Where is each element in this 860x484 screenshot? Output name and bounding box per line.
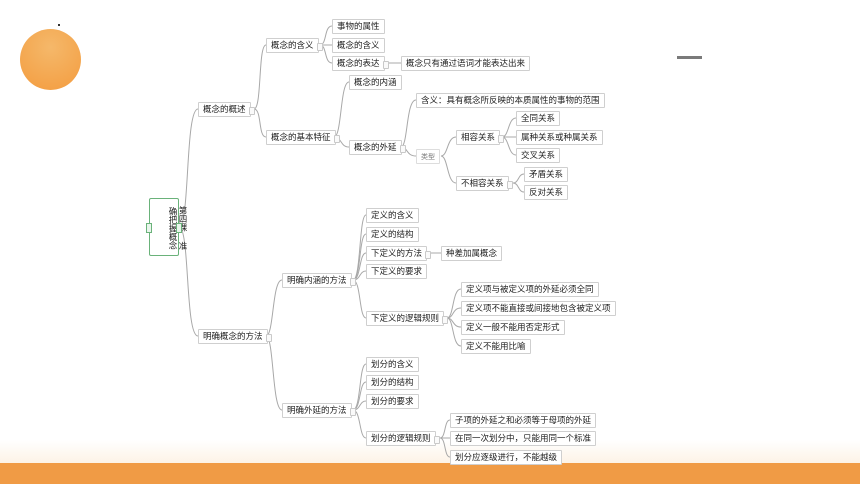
node-type[interactable]: 类型 [416, 149, 440, 164]
node-label: 类型 [421, 153, 435, 161]
bottom-accent-bar [0, 463, 860, 484]
node-concept-meaning[interactable]: 概念的含义 [266, 38, 323, 53]
node-concept-expression[interactable]: 概念的表达 [332, 56, 389, 71]
node-clarify-methods[interactable]: 明确概念的方法 [198, 329, 272, 344]
node-label: 反对关系 [529, 188, 564, 198]
node-label: 下定义的逻辑规则 [371, 314, 440, 324]
decorative-orange-circle [20, 29, 81, 90]
node-label: 种差加属概念 [446, 249, 498, 259]
node-label: 明确内涵的方法 [287, 276, 347, 286]
node-label: 划分的要求 [371, 397, 414, 407]
node-label: 概念的基本特征 [271, 133, 331, 143]
collapse-handle[interactable] [399, 145, 406, 153]
collapse-handle-left[interactable] [146, 223, 152, 233]
node-label: 定义项不能直接或间接地包含被定义项 [466, 304, 611, 314]
node-label: 矛盾关系 [529, 170, 564, 180]
node-definition-method-note[interactable]: 种差加属概念 [441, 246, 503, 261]
decorative-dot [58, 24, 60, 26]
collapse-handle[interactable] [333, 135, 340, 143]
node-division-rule-2[interactable]: 在同一次划分中，只能用同一个标准 [450, 431, 597, 446]
node-label: 划分应逐级进行，不能越级 [455, 453, 558, 463]
node-intersect-relation[interactable]: 交叉关系 [516, 148, 561, 163]
node-label: 子项的外延之和必须等于母项的外延 [455, 416, 592, 426]
collapse-handle[interactable] [433, 436, 440, 444]
bottom-fade [0, 440, 860, 463]
node-label: 概念的含义 [337, 41, 380, 51]
node-division-rule-1[interactable]: 子项的外延之和必须等于母项的外延 [450, 413, 597, 428]
collapse-handle[interactable] [442, 316, 449, 324]
node-definition-rule-2[interactable]: 定义项不能直接或间接地包含被定义项 [461, 301, 616, 316]
node-incompatible-relation[interactable]: 不相容关系 [456, 176, 513, 191]
node-label: 概念的外延 [354, 143, 397, 153]
node-compatible-relation[interactable]: 相容关系 [456, 130, 505, 145]
node-division-structure[interactable]: 划分的结构 [366, 375, 419, 390]
collapse-handle[interactable] [349, 278, 356, 286]
node-label: 在同一次划分中，只能用同一个标准 [455, 434, 592, 444]
node-label: 划分的结构 [371, 378, 414, 388]
node-division-logic-rules[interactable]: 划分的逻辑规则 [366, 431, 440, 446]
node-label: 含义：具有概念所反映的本质属性的事物的范围 [421, 96, 600, 106]
collapse-handle-right[interactable] [176, 223, 182, 233]
node-label: 定义的含义 [371, 211, 414, 221]
node-label: 定义的结构 [371, 230, 414, 240]
node-connotation[interactable]: 概念的内涵 [349, 75, 402, 90]
node-meaning-of-concept[interactable]: 概念的含义 [332, 38, 385, 53]
node-label: 明确外延的方法 [287, 406, 347, 416]
node-contrary-relation[interactable]: 反对关系 [524, 185, 569, 200]
node-division-rule-3[interactable]: 划分应逐级进行，不能越级 [450, 450, 563, 465]
node-label: 概念只有通过语词才能表达出来 [406, 59, 526, 69]
node-definition-rule-3[interactable]: 定义一般不能用否定形式 [461, 320, 565, 335]
node-label: 概念的含义 [271, 41, 314, 51]
node-label: 全同关系 [521, 114, 556, 124]
node-label: 概念的内涵 [354, 78, 397, 88]
collapse-handle[interactable] [248, 107, 255, 115]
node-definition-logic-rules[interactable]: 下定义的逻辑规则 [366, 311, 449, 326]
node-label: 划分的含义 [371, 360, 414, 370]
node-label: 不相容关系 [461, 179, 504, 189]
root-node[interactable]: 第四课 准确把握概念 [146, 198, 187, 256]
node-identity-relation[interactable]: 全同关系 [516, 111, 561, 126]
node-label: 划分的逻辑规则 [371, 434, 431, 444]
node-extension[interactable]: 概念的外延 [349, 140, 406, 155]
node-definition-structure[interactable]: 定义的结构 [366, 227, 419, 242]
collapse-handle[interactable] [265, 334, 272, 342]
collapse-handle[interactable] [382, 61, 389, 69]
node-definition-rule-4[interactable]: 定义不能用比喻 [461, 339, 531, 354]
collapse-handle[interactable] [316, 43, 323, 51]
collapse-handle[interactable] [506, 181, 513, 189]
node-thing-attribute[interactable]: 事物的属性 [332, 19, 385, 34]
node-definition-meaning[interactable]: 定义的含义 [366, 208, 419, 223]
node-label: 下定义的方法 [371, 249, 423, 259]
node-basic-features[interactable]: 概念的基本特征 [266, 130, 340, 145]
node-label: 相容关系 [461, 133, 496, 143]
node-definition-method[interactable]: 下定义的方法 [366, 246, 432, 261]
node-label: 属种关系或种属关系 [521, 133, 598, 143]
node-intension-method[interactable]: 明确内涵的方法 [282, 273, 356, 288]
node-definition-rule-1[interactable]: 定义项与被定义项的外延必须全同 [461, 282, 599, 297]
node-label: 概念的概述 [203, 105, 246, 115]
root-node-label: 第四课 准确把握概念 [167, 206, 187, 250]
node-contradictory-relation[interactable]: 矛盾关系 [524, 167, 569, 182]
collapse-handle[interactable] [425, 251, 432, 259]
node-label: 事物的属性 [337, 22, 380, 32]
node-label: 下定义的要求 [371, 267, 423, 277]
collapse-handle[interactable] [498, 135, 505, 143]
node-expression-note[interactable]: 概念只有通过语词才能表达出来 [401, 56, 531, 71]
node-division-meaning[interactable]: 划分的含义 [366, 357, 419, 372]
node-label: 概念的表达 [337, 59, 380, 69]
node-extension-method[interactable]: 明确外延的方法 [282, 403, 356, 418]
node-extension-meaning[interactable]: 含义：具有概念所反映的本质属性的事物的范围 [416, 93, 605, 108]
node-label: 定义一般不能用否定形式 [466, 323, 560, 333]
node-genus-species-relation[interactable]: 属种关系或种属关系 [516, 130, 603, 145]
node-label: 交叉关系 [521, 151, 556, 161]
node-label: 明确概念的方法 [203, 332, 263, 342]
decorative-grey-line [677, 56, 702, 59]
node-label: 定义不能用比喻 [466, 342, 526, 352]
node-division-requirement[interactable]: 划分的要求 [366, 394, 419, 409]
node-definition-requirement[interactable]: 下定义的要求 [366, 264, 428, 279]
node-label: 定义项与被定义项的外延必须全同 [466, 285, 594, 295]
node-concept-overview[interactable]: 概念的概述 [198, 102, 255, 117]
collapse-handle[interactable] [349, 408, 356, 416]
